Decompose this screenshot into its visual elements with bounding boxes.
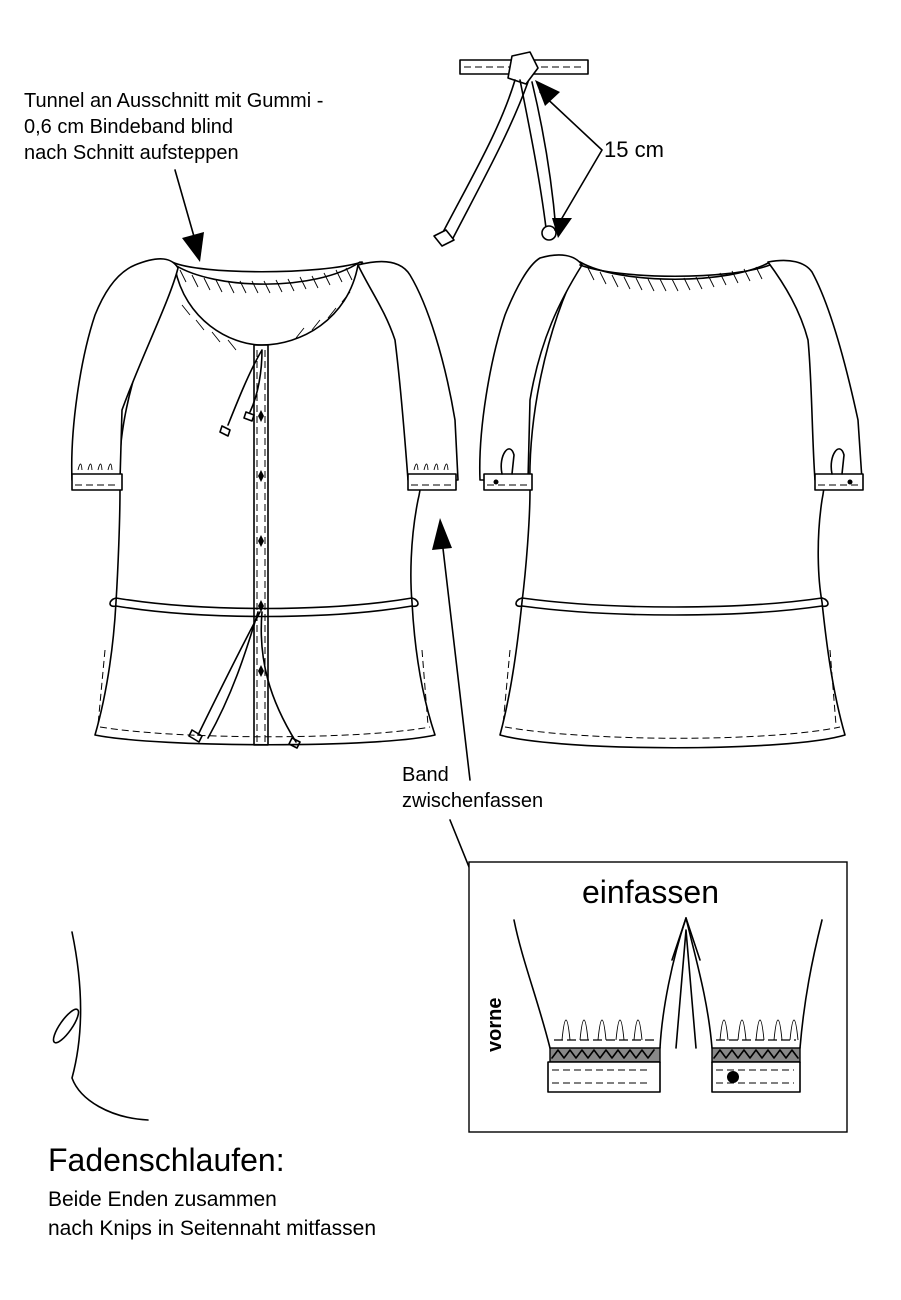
band-note-line-1: Band <box>402 764 449 786</box>
tie-length-label: 15 cm <box>604 137 664 162</box>
front-waist-band <box>115 597 413 618</box>
back-body-outline <box>499 261 846 749</box>
thread-loop <box>52 1008 80 1044</box>
loops-note-line-1: Beide Enden zusammen <box>48 1188 277 1211</box>
front-neck-tie <box>227 349 263 426</box>
neckline-note-arrow <box>182 232 204 262</box>
front-waist-tie <box>197 611 297 743</box>
back-right-cuff <box>814 473 864 491</box>
front-left-sleeve <box>70 258 179 481</box>
neckline-note-line-3: nach Schnitt aufsteppen <box>24 142 239 164</box>
front-right-cuff <box>407 473 457 491</box>
loops-title: Fadenschlaufen: <box>48 1142 285 1178</box>
detail-title: einfassen <box>582 874 719 910</box>
back-left-cuff <box>483 473 533 491</box>
tie-length-arrow-bottom <box>552 218 572 238</box>
loops-note-line-2: nach Knips in Seitennaht mitfassen <box>48 1217 377 1240</box>
back-hem-stitch <box>504 726 841 739</box>
neckline-note: Tunnel an Ausschnitt mit Gummi - 0,6 cm … <box>24 88 323 166</box>
thread-loop-detail <box>52 931 149 1121</box>
loops-note: Beide Enden zusammen nach Knips in Seite… <box>48 1185 376 1243</box>
tie-detail <box>433 51 603 247</box>
front-right-sleeve <box>357 260 459 481</box>
front-placket <box>253 344 269 746</box>
front-button <box>258 410 264 422</box>
front-view <box>70 258 459 749</box>
cuff-detail-box <box>468 861 848 1133</box>
tie-length-arrow-top <box>535 80 560 106</box>
band-note: Band zwischenfassen <box>402 762 543 814</box>
back-view <box>478 254 864 749</box>
band-note-line-2: zwischenfassen <box>402 790 544 812</box>
back-right-sleeve <box>767 259 863 481</box>
band-note-arrow <box>432 518 452 550</box>
front-left-cuff <box>71 473 123 491</box>
side-seam-curve <box>71 931 149 1121</box>
neckline-note-line-2: 0,6 cm Bindeband blind <box>24 116 234 138</box>
neckline-note-line-1: Tunnel an Ausschnitt mit Gummi - <box>24 90 324 112</box>
snap-dot <box>727 1071 739 1083</box>
detail-side-label: vorne <box>484 997 506 1052</box>
back-waist-band <box>521 597 823 616</box>
